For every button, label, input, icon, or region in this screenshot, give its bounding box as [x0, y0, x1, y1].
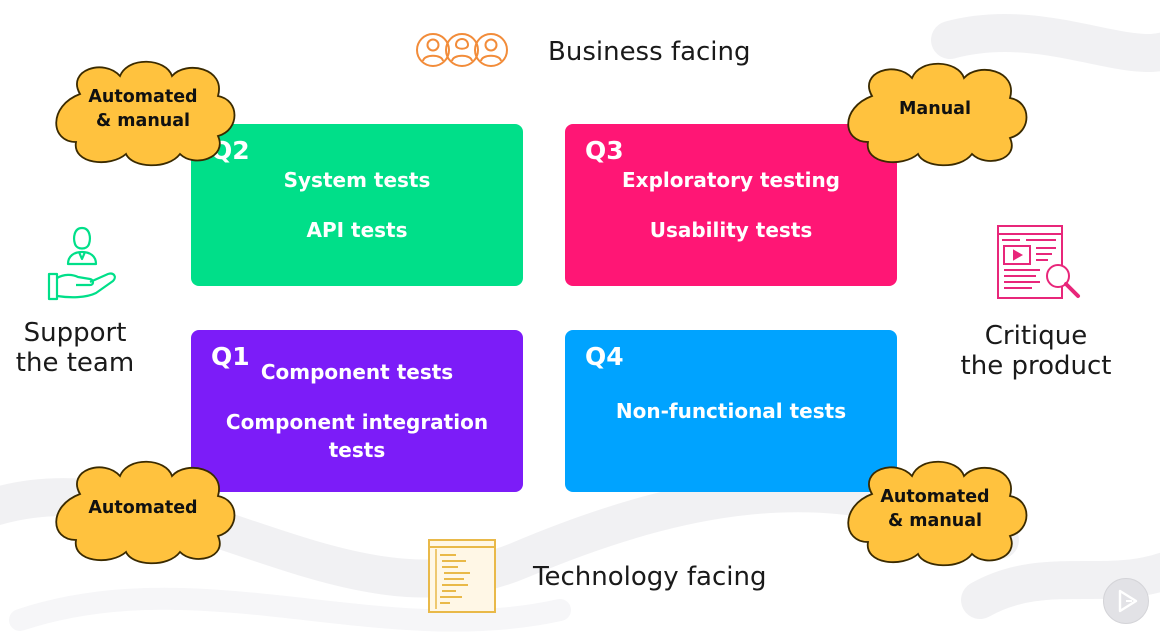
critique-line-1: Critique	[984, 321, 1088, 351]
component-integration-text: Component integration	[225, 410, 489, 434]
code-document-icon	[428, 539, 496, 613]
cloud-text-line-1: Manual	[899, 99, 971, 119]
quadrant-q1-label: Q1	[211, 342, 250, 371]
quadrant-q2: Q2 System tests API tests	[191, 124, 523, 286]
play-button[interactable]	[1103, 578, 1149, 624]
support-the-team-label: Support the team	[4, 318, 146, 378]
business-facing-label: Business facing	[548, 37, 751, 67]
cloud-text-line-2: & manual	[95, 111, 191, 131]
technology-facing-label: Technology facing	[533, 562, 767, 592]
component-integration-tests-text: tests	[328, 438, 386, 462]
quadrant-q4: Q4 Non-functional tests	[565, 330, 897, 492]
component-tests-text: Component tests	[260, 360, 454, 384]
critique-the-product-label: Critique the product	[946, 321, 1126, 381]
document-magnifier-icon	[997, 225, 1080, 299]
cloud-shape	[55, 60, 236, 167]
critique-line-2: the product	[960, 351, 1112, 381]
cloud-automated-manual-top-left: Automated & manual	[48, 56, 238, 168]
cloud-shape	[847, 460, 1028, 567]
cloud-automated-bottom-left: Automated	[48, 456, 238, 566]
cloud-text-line-1: Automated	[88, 498, 198, 518]
three-people-icon	[416, 33, 508, 67]
play-icon	[1118, 589, 1138, 613]
person-in-hand-icon	[47, 226, 116, 301]
cloud-shape	[55, 460, 236, 565]
quadrant-q1: Q1 Component tests Component integration…	[191, 330, 523, 492]
exploratory-testing-text: Exploratory testing	[622, 168, 840, 192]
quadrant-q4-label: Q4	[585, 342, 624, 371]
non-functional-tests-text: Non-functional tests	[615, 399, 847, 423]
support-line-2: the team	[15, 348, 135, 378]
cloud-shape	[847, 62, 1028, 167]
quadrant-q3-label: Q3	[585, 136, 624, 165]
cloud-text-line-2: & manual	[887, 511, 983, 531]
usability-tests-text: Usability tests	[649, 218, 813, 242]
cloud-text-line-1: Automated	[880, 487, 990, 507]
support-line-1: Support	[23, 318, 127, 348]
cloud-automated-manual-bottom-right: Automated & manual	[840, 456, 1030, 568]
cloud-manual-top-right: Manual	[840, 58, 1030, 168]
quadrant-q3: Q3 Exploratory testing Usability tests	[565, 124, 897, 286]
system-tests-text: System tests	[283, 168, 431, 192]
cloud-text-line-1: Automated	[88, 87, 198, 107]
api-tests-text: API tests	[306, 218, 408, 242]
